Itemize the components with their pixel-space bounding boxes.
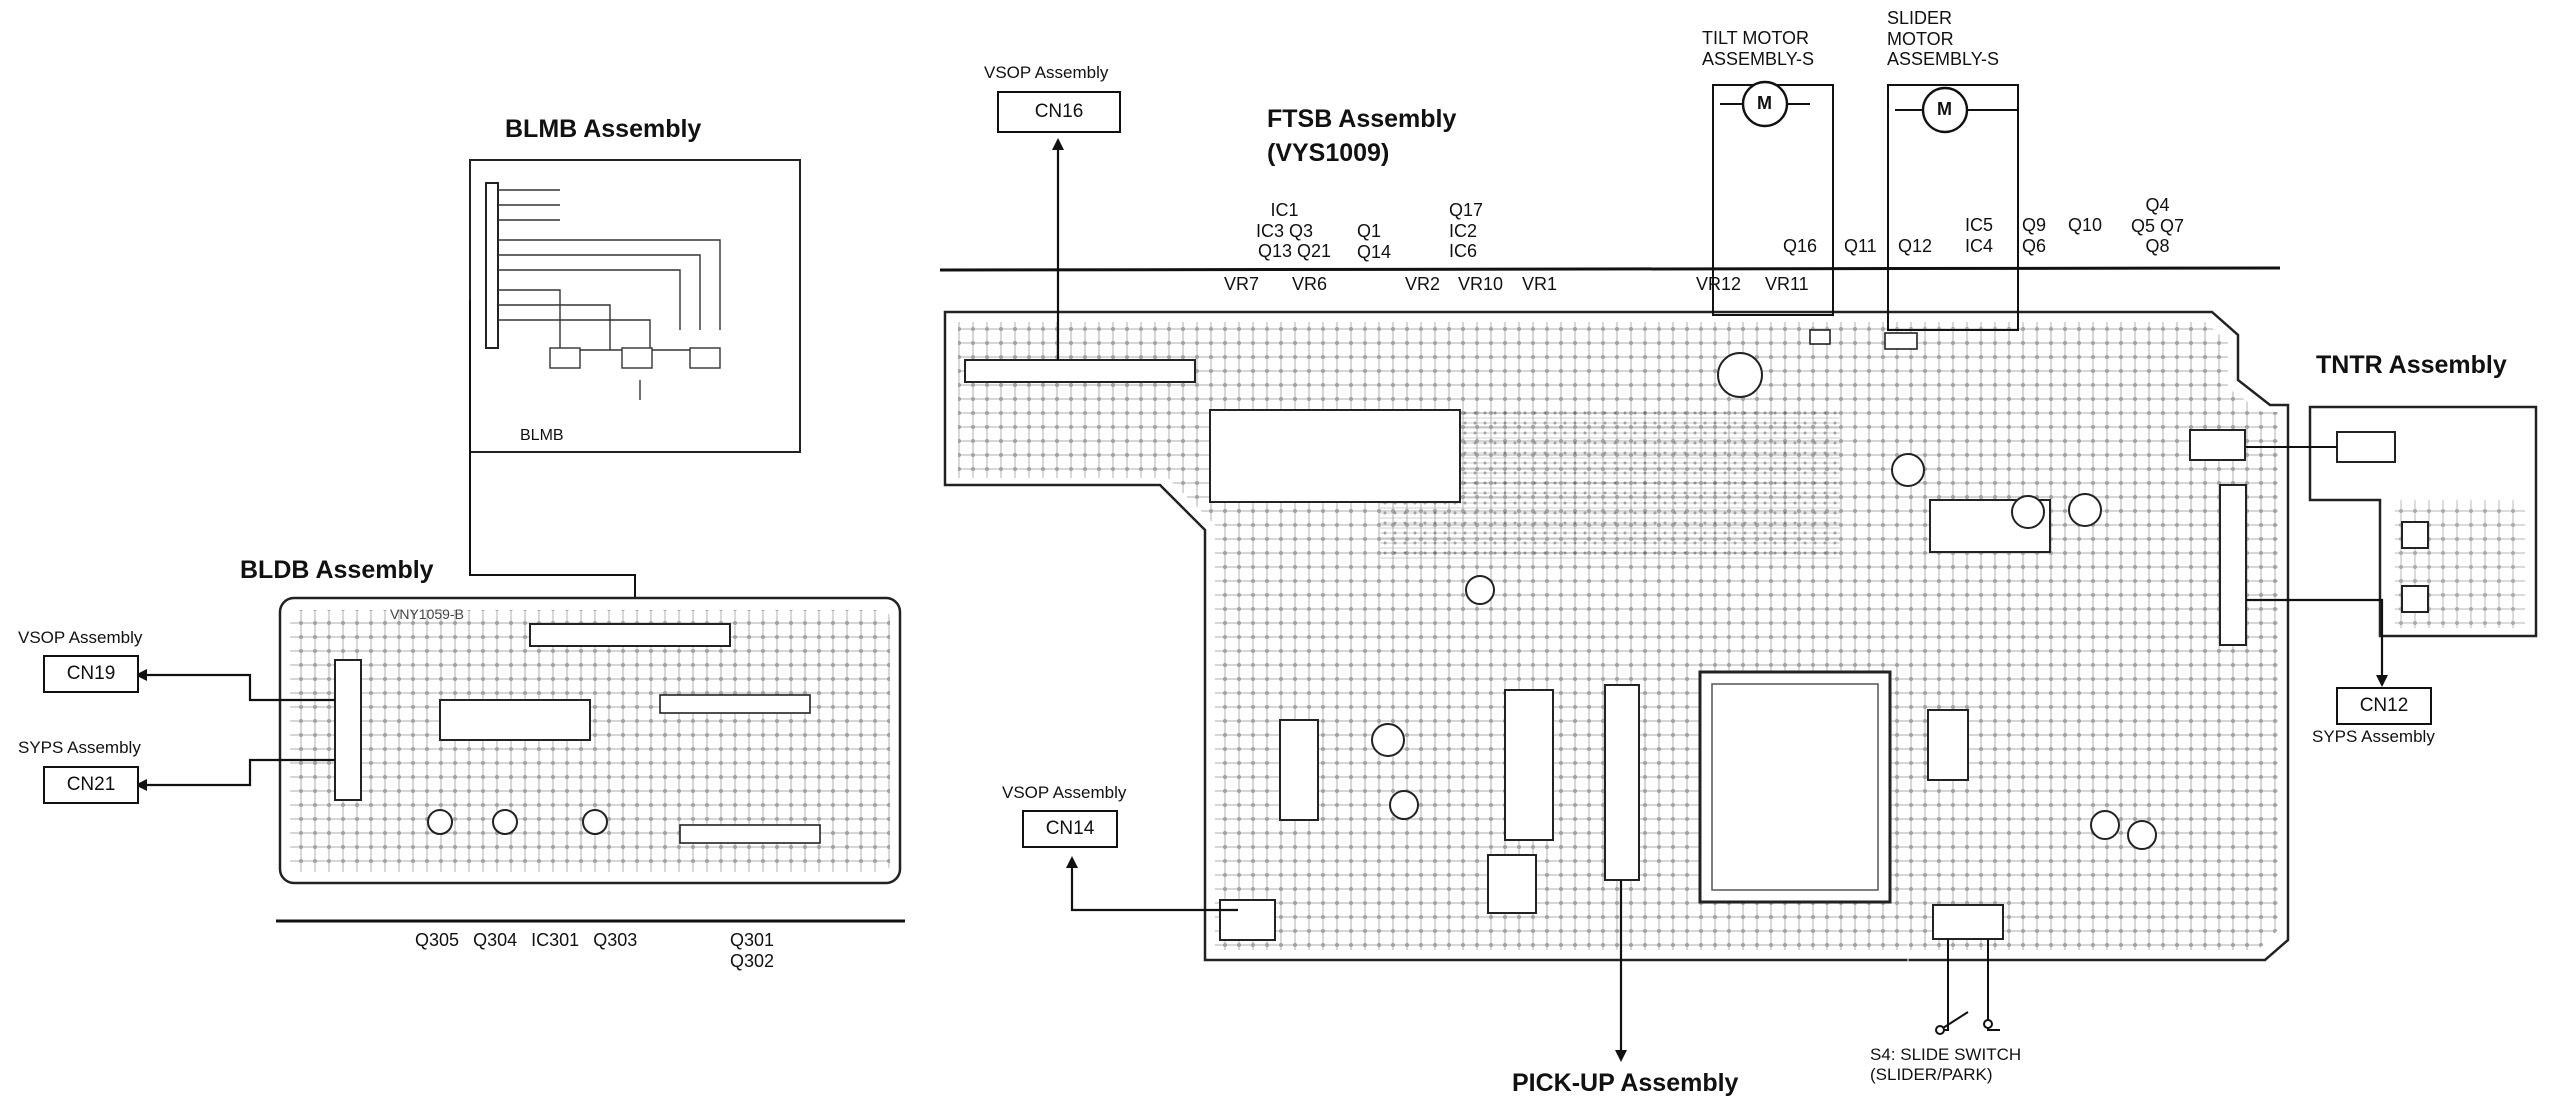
ftsb-ref-d2: IC4 — [1965, 235, 1994, 256]
slider-motor-label: SLIDER MOTOR ASSEMBLY-S — [1887, 8, 1999, 70]
tilt-motor-symbol: M — [1757, 93, 1772, 113]
ftsb-ref-b2: Q14 — [1357, 241, 1392, 262]
ftsb-ref-a2: IC3 Q3 — [1256, 220, 1314, 241]
bldb-board — [276, 596, 905, 923]
slider-motor-line-2: MOTOR — [1887, 28, 1954, 49]
vr2-label: VR2 — [1405, 274, 1441, 294]
slider-motor-line-1: SLIDER — [1887, 8, 1953, 28]
bldb-ref-4: Q303 — [593, 930, 638, 950]
vr12-label: VR12 — [1696, 274, 1742, 294]
bldb-ref-row: Q305 Q304 IC301 Q303 — [415, 930, 637, 951]
slide-switch-label: S4: SLIDE SWITCH (SLIDER/PARK) — [1870, 1045, 2021, 1084]
cn12-connector: CN12 — [2336, 687, 2432, 725]
ftsb-ref-e1: Q9 — [2022, 215, 2047, 235]
slider-motor-circuit — [1887, 84, 2019, 331]
cn16-connector: CN16 — [997, 91, 1121, 133]
vr1-label: VR1 — [1522, 274, 1558, 294]
cn19-caption: VSOP Assembly — [18, 628, 143, 647]
cn19-connector: CN19 — [43, 655, 139, 693]
bldb-ref-3: IC301 — [531, 930, 580, 950]
ftsb-refs-d: IC5 IC4 — [1965, 215, 1993, 256]
ftsb-assembly-title: FTSB Assembly — [1267, 105, 1457, 133]
ftsb-ref-f3: Q8 — [2145, 236, 2170, 257]
cn14-caption: VSOP Assembly — [1002, 783, 1127, 802]
ftsb-ref-e2: Q6 — [2022, 235, 2047, 256]
ftsb-ref-c1: Q17 — [1449, 200, 1484, 220]
bldb-ref-6: Q302 — [730, 950, 775, 971]
bldb-ref-col: Q301 Q302 — [730, 930, 774, 971]
cn21-connector: CN21 — [43, 766, 139, 804]
slide-switch — [1907, 904, 2004, 1035]
vr6-label: VR6 — [1292, 274, 1328, 294]
cn14-connector: CN14 — [1022, 810, 1118, 848]
bldb-assembly-title: BLDB Assembly — [240, 556, 434, 584]
ftsb-ref-d1: IC5 — [1965, 215, 1994, 235]
tilt-motor-label: TILT MOTOR ASSEMBLY-S — [1702, 28, 1814, 69]
q11-label: Q11 — [1844, 236, 1877, 256]
cn12-caption: SYPS Assembly — [2312, 727, 2435, 746]
tntr-assembly-title: TNTR Assembly — [2316, 351, 2507, 379]
ftsb-refs-a: IC1 IC3 Q3 Q13 Q21 — [1238, 200, 1331, 262]
slide-switch-line-2: (SLIDER/PARK) — [1870, 1064, 1993, 1084]
q16-label: Q16 — [1783, 236, 1818, 256]
slider-motor-line-3: ASSEMBLY-S — [1887, 49, 2000, 70]
bldb-silk-label: VNY1059-B — [390, 606, 464, 622]
blmb-board — [469, 159, 801, 453]
cn21-caption: SYPS Assembly — [18, 738, 141, 757]
ftsb-refs-c: Q17 IC2 IC6 — [1449, 200, 1483, 262]
ftsb-board — [939, 266, 2290, 962]
ftsb-ref-f1: Q4 — [2145, 195, 2170, 215]
q12-label: Q12 — [1898, 236, 1933, 256]
tilt-motor-line-1: TILT MOTOR — [1702, 28, 1810, 48]
bldb-ref-2: Q304 — [473, 930, 518, 950]
blmb-assembly-title: BLMB Assembly — [505, 115, 702, 143]
pickup-assembly-title: PICK-UP Assembly — [1512, 1069, 1739, 1097]
bldb-ref-1: Q305 — [415, 930, 460, 950]
ftsb-refs-b: Q1 Q14 — [1357, 221, 1391, 262]
vr10-label: VR10 — [1458, 274, 1504, 294]
ftsb-assembly-code: (VYS1009) — [1267, 139, 1390, 167]
slide-switch-line-1: S4: SLIDE SWITCH — [1870, 1045, 2022, 1064]
ftsb-ref-c3: IC6 — [1449, 241, 1478, 262]
ftsb-ref-c2: IC2 — [1449, 220, 1478, 241]
vr7-label: VR7 — [1224, 274, 1260, 294]
ftsb-ref-f2: Q5 Q7 — [2131, 215, 2185, 236]
tilt-motor-line-2: ASSEMBLY-S — [1702, 48, 1815, 69]
tilt-motor-circuit — [1712, 80, 1834, 316]
vr11-label: VR11 — [1765, 274, 1809, 294]
q10-label: Q10 — [2068, 215, 2103, 235]
blmb-board-label: BLMB — [520, 427, 564, 444]
slider-motor-symbol: M — [1937, 99, 1952, 119]
bldb-ref-5: Q301 — [730, 930, 775, 950]
tntr-board — [2246, 405, 2538, 638]
ftsb-ref-a3: Q13 Q21 — [1258, 241, 1332, 262]
ftsb-ref-b1: Q1 — [1357, 221, 1382, 241]
ftsb-ref-a1: IC1 — [1270, 200, 1299, 220]
cn16-caption: VSOP Assembly — [984, 63, 1109, 82]
ftsb-refs-e: Q9 Q6 — [2022, 215, 2046, 256]
ftsb-refs-f: Q4 Q5 Q7 Q8 — [2131, 195, 2184, 257]
